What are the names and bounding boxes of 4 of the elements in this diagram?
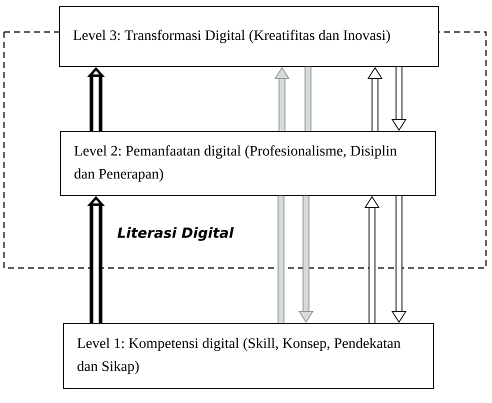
level-box: Level 2: Pemanfaatan digital (Profesionalisme, Disiplin dan Penerapan) — [60, 131, 436, 196]
level-box: Level 3: Transformasi Digital (Kreatifitas dan Inovasi) — [59, 6, 439, 67]
region-label: Literasi Digital — [118, 227, 234, 241]
level-box: Level 1: Kompetensi digital (Skill, Konsep, Pendekatan dan Sikap) — [63, 323, 434, 389]
